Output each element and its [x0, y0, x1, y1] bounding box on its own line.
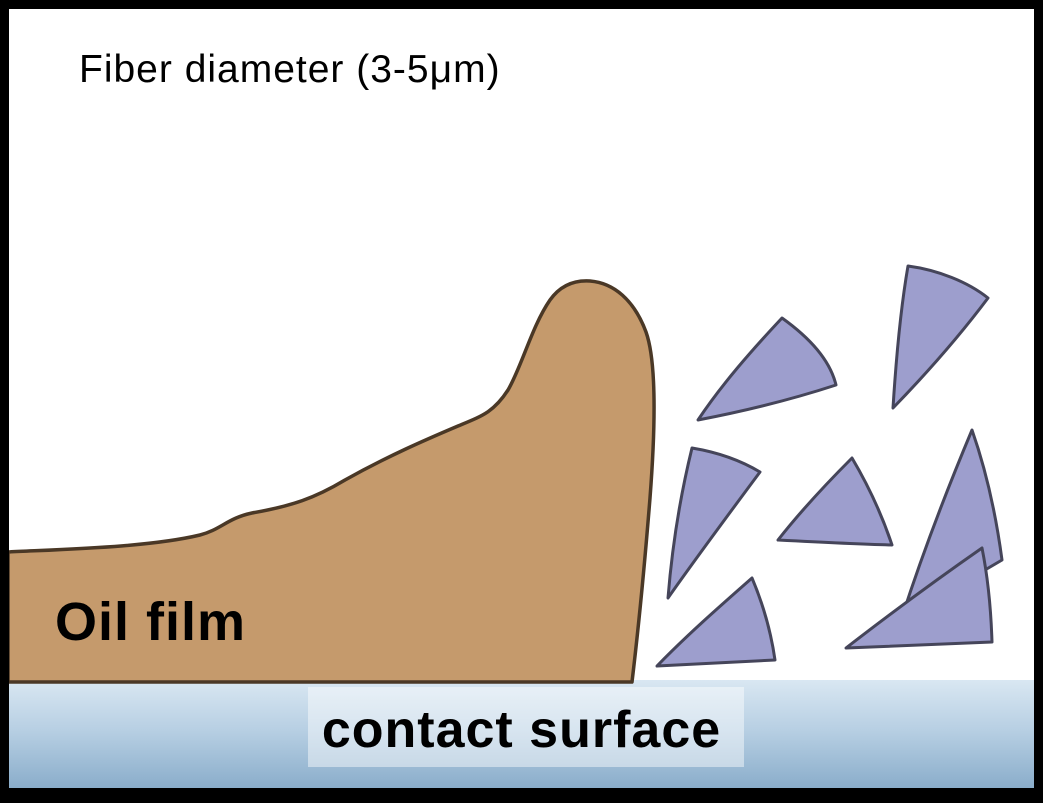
fiber-wedge-6: [655, 576, 777, 668]
fiber-wedge-4: [776, 456, 894, 547]
fiber-wedge-2: [891, 264, 990, 410]
contact-surface-label: contact surface: [321, 701, 722, 759]
fiber-wedge-5: [900, 428, 1004, 619]
fiber-diameter-label: Fiber diameter (3-5μm): [79, 48, 501, 91]
fiber-wedge-1: [696, 316, 838, 422]
oil-film-label: Oil film: [55, 592, 247, 652]
fiber-wedge-7: [844, 546, 994, 650]
fiber-wedge-3: [666, 446, 762, 600]
